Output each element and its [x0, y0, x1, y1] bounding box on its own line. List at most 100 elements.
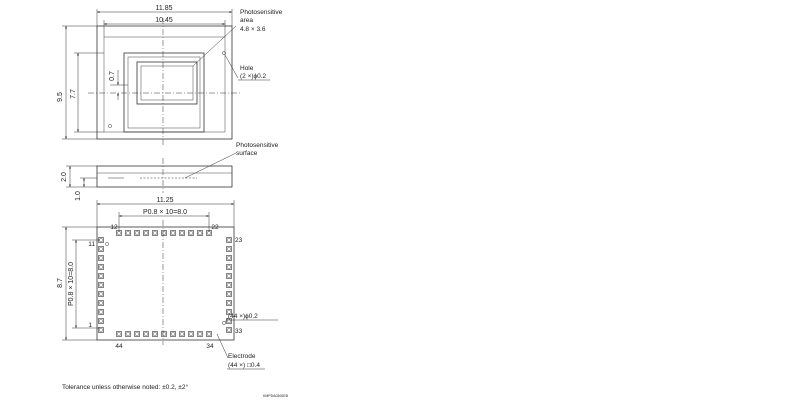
electrode-pad	[143, 331, 149, 337]
electrode-pad-inner	[171, 332, 175, 336]
electrode-pad	[161, 331, 167, 337]
electrode-pad	[197, 331, 203, 337]
electrode-pad	[226, 282, 232, 288]
dim-height-total: 2.0	[61, 172, 68, 182]
electrode-pad	[188, 230, 194, 236]
electrode-pad	[226, 300, 232, 306]
electrode-pad	[98, 327, 104, 333]
bottom-hole-value: (44 ×)ɸ0.2	[228, 313, 258, 320]
electrode-pad	[179, 230, 185, 236]
photosensitive-surface-label-2: surface	[236, 150, 258, 157]
hole-value: (2 ×)ɸ0.2	[240, 73, 267, 80]
electrode-pad	[116, 331, 122, 337]
hole-mark-left	[108, 124, 112, 128]
electrode-pad-inner	[99, 283, 103, 287]
electrode-pad	[226, 318, 232, 324]
electrode-pad	[206, 331, 212, 337]
dim-height-outer: 9.5	[57, 92, 64, 102]
electrode-pad-inner	[153, 332, 157, 336]
electrode-pad-inner	[99, 256, 103, 260]
electrode-pad	[226, 246, 232, 252]
pin-label-12: 12	[110, 224, 118, 231]
electrode-pad	[125, 230, 131, 236]
dim-width-inner: 10.45	[155, 17, 173, 24]
photosensitive-area-rect	[136, 61, 198, 105]
electrode-pad	[98, 300, 104, 306]
photosensitive-area-label-1: Photosensitive	[240, 9, 283, 16]
electrode-pad-inner	[198, 332, 202, 336]
window-outer	[123, 52, 205, 133]
window-inner	[127, 56, 201, 129]
electrode-pad	[226, 327, 232, 333]
dim-width-outer: 11.85	[156, 5, 173, 12]
dim-pitch-horizontal: P0.8 × 10=8.0	[143, 209, 187, 216]
electrode-pad-inner	[198, 231, 202, 235]
electrode-pad	[98, 246, 104, 252]
electrode-pad	[98, 282, 104, 288]
electrode-pad	[226, 264, 232, 270]
electrode-pad-inner	[189, 231, 193, 235]
electrode-pad-inner	[99, 265, 103, 269]
bottom-hole-left	[105, 242, 109, 246]
dim-offset: 0.7	[109, 71, 116, 81]
electrode-pad	[188, 331, 194, 337]
electrode-pad-inner	[227, 265, 231, 269]
electrode-pad	[152, 331, 158, 337]
electrode-pad	[98, 318, 104, 324]
electrode-pad-inner	[153, 231, 157, 235]
dim-height-surface: 1.0	[75, 191, 82, 201]
electrode-pad-inner	[126, 231, 130, 235]
electrode-pad	[170, 331, 176, 337]
dim-pitch-vertical: P0.8 × 10=8.0	[68, 262, 75, 306]
electrode-pad-inner	[117, 231, 121, 235]
electrode-pad-inner	[227, 274, 231, 278]
photosensitive-area-value: 4.8 × 3.6	[240, 26, 266, 33]
pin-label-34: 34	[206, 343, 214, 350]
electrode-pad	[226, 255, 232, 261]
electrode-pad-inner	[99, 310, 103, 314]
dim-bottom-width: 11.25	[157, 197, 174, 204]
electrode-pad-inner	[227, 319, 231, 323]
electrode-pad-inner	[135, 332, 139, 336]
electrode-pad-inner	[227, 292, 231, 296]
pin-label-22: 22	[211, 224, 219, 231]
electrode-pad-inner	[227, 301, 231, 305]
electrode-pad	[143, 230, 149, 236]
electrode-pad-inner	[144, 332, 148, 336]
electrode-pad-inner	[207, 231, 211, 235]
pin-label-33: 33	[235, 328, 243, 335]
electrode-pad-inner	[227, 310, 231, 314]
electrode-pad-inner	[227, 256, 231, 260]
hole-label: Hole	[240, 65, 254, 72]
electrode-pad	[98, 255, 104, 261]
electrode-pad-inner	[117, 332, 121, 336]
pin-label-1: 1	[88, 322, 92, 329]
photosensitive-surface-label-1: Photosensitive	[236, 142, 279, 149]
electrode-pad-inner	[227, 283, 231, 287]
electrode-pad-inner	[227, 328, 231, 332]
electrode-pad-inner	[99, 274, 103, 278]
electrode-pad	[98, 273, 104, 279]
electrode-pad-inner	[162, 332, 166, 336]
electrode-pad	[226, 273, 232, 279]
hole-mark-right	[222, 51, 226, 55]
electrode-pad	[226, 309, 232, 315]
top-view: 11.85 10.45 9.5 7.7 0.7 Photosensitive a…	[57, 5, 283, 146]
electrode-pad-inner	[189, 332, 193, 336]
electrode-pad	[134, 230, 140, 236]
electrode-pad-inner	[171, 231, 175, 235]
electrode-pad	[152, 230, 158, 236]
electrode-pad	[197, 230, 203, 236]
electrode-pad-inner	[227, 238, 231, 242]
package-outline	[96, 25, 233, 140]
electrode-value: (44 ×) □0.4	[228, 362, 260, 369]
electrode-pad-inner	[99, 301, 103, 305]
bottom-outline	[96, 226, 235, 341]
pin-label-23: 23	[235, 237, 243, 244]
electrode-pad	[179, 331, 185, 337]
electrode-pad-inner	[227, 247, 231, 251]
dim-bottom-height: 8.7	[57, 278, 64, 288]
electrode-pad-inner	[180, 332, 184, 336]
electrode-pad-inner	[180, 231, 184, 235]
